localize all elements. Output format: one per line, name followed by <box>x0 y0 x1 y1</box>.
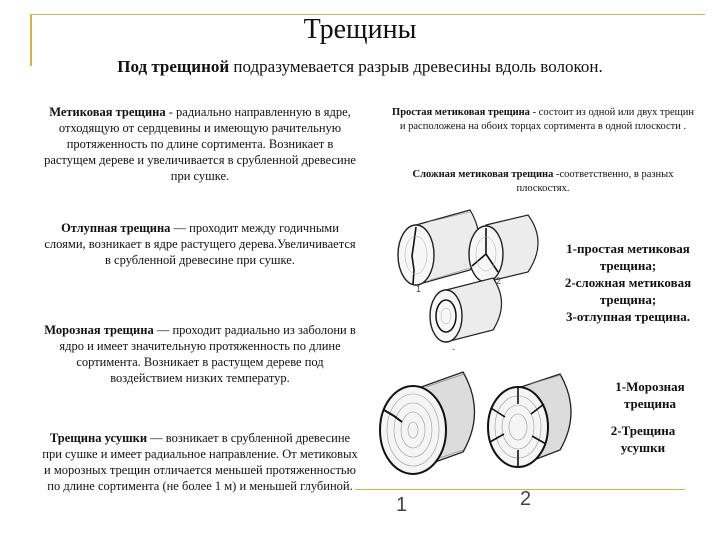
frost-and-shrinkage-logs-figure <box>379 371 572 475</box>
caption-frost-figure: 1-Морозная трещина <box>600 378 700 412</box>
term-metic-crack: Метиковая трещина <box>49 105 166 119</box>
caption-line: трещина; <box>599 292 657 307</box>
paragraph-metic-crack: Метиковая трещина - радиально направленн… <box>40 104 360 184</box>
caption-line: 2-сложная метиковая <box>564 275 692 290</box>
paragraph-frost-crack: Морозная трещина — проходит радиально из… <box>40 322 360 386</box>
caption-line: 2-Трещина <box>610 423 676 438</box>
term-shrinkage-crack: Трещина усушки <box>49 431 148 445</box>
log-shrinkage-crack <box>487 373 572 468</box>
figure-label-1: 1 <box>416 284 422 294</box>
text-frost-crack: — проходит радиально из заболони в ядро … <box>59 323 356 385</box>
log-frost-crack <box>379 371 476 475</box>
figure-label-frost: 1 <box>396 494 408 516</box>
log-complex-metic-crack <box>468 214 539 283</box>
text-ring-crack: — проходит между годичными слоями, возни… <box>44 221 356 267</box>
log-ring-crack <box>429 277 503 343</box>
log-simple-metic-crack <box>397 209 480 286</box>
page-subtitle: Под трещиной подразумевается разрыв древ… <box>0 57 720 77</box>
page-title: Трещины <box>303 14 417 45</box>
paragraph-ring-crack: Отлупная трещина — проходит между годичн… <box>40 220 360 268</box>
caption-shrinkage-figure: 2-Трещина усушки <box>598 422 688 456</box>
term-frost-crack: Морозная трещина <box>44 323 154 337</box>
text-shrinkage-crack: — возникает в срубленной древесине при с… <box>42 431 358 493</box>
figure-label-3: - <box>452 344 455 354</box>
figure-label-2: 2 <box>496 276 502 286</box>
term-ring-crack: Отлупная трещина <box>61 221 171 235</box>
paragraph-simple-metic: Простая метиковая трещина - состоит из о… <box>388 106 698 134</box>
term-complex-metic: Сложная метиковая трещина <box>412 169 554 180</box>
caption-top-figure: 1-простая метиковая трещина; 2-сложная м… <box>548 240 708 325</box>
caption-line: усушки <box>620 440 666 455</box>
decorative-bottom-line <box>355 489 685 490</box>
text-simple-metic: - состоит из одной или двух трещин и рас… <box>399 107 694 132</box>
text-metic-crack: - радиально направленную в ядре, отходящ… <box>44 105 356 183</box>
figure-label-shrinkage: 2 <box>520 488 532 510</box>
subtitle-term: Под трещиной <box>117 57 230 76</box>
text-complex-metic: -соответственно, в разных плоскостях. <box>516 169 674 194</box>
decorative-vertical-line <box>30 14 32 66</box>
caption-line: 1-Морозная <box>615 379 685 394</box>
subtitle-text: подразумевается разрыв древесины вдоль в… <box>229 57 603 76</box>
caption-line: 1-простая метиковая <box>566 241 690 256</box>
term-simple-metic: Простая метиковая трещина <box>392 107 530 118</box>
paragraph-complex-metic: Сложная метиковая трещина -соответственн… <box>388 168 698 196</box>
decorative-horizontal-line <box>30 14 705 15</box>
caption-line: 3-отлупная трещина. <box>565 309 691 324</box>
caption-line: трещина <box>624 396 676 411</box>
caption-line: трещина; <box>599 258 657 273</box>
metic-crack-logs-figure <box>397 209 539 343</box>
paragraph-shrinkage-crack: Трещина усушки — возникает в срубленной … <box>40 430 360 494</box>
